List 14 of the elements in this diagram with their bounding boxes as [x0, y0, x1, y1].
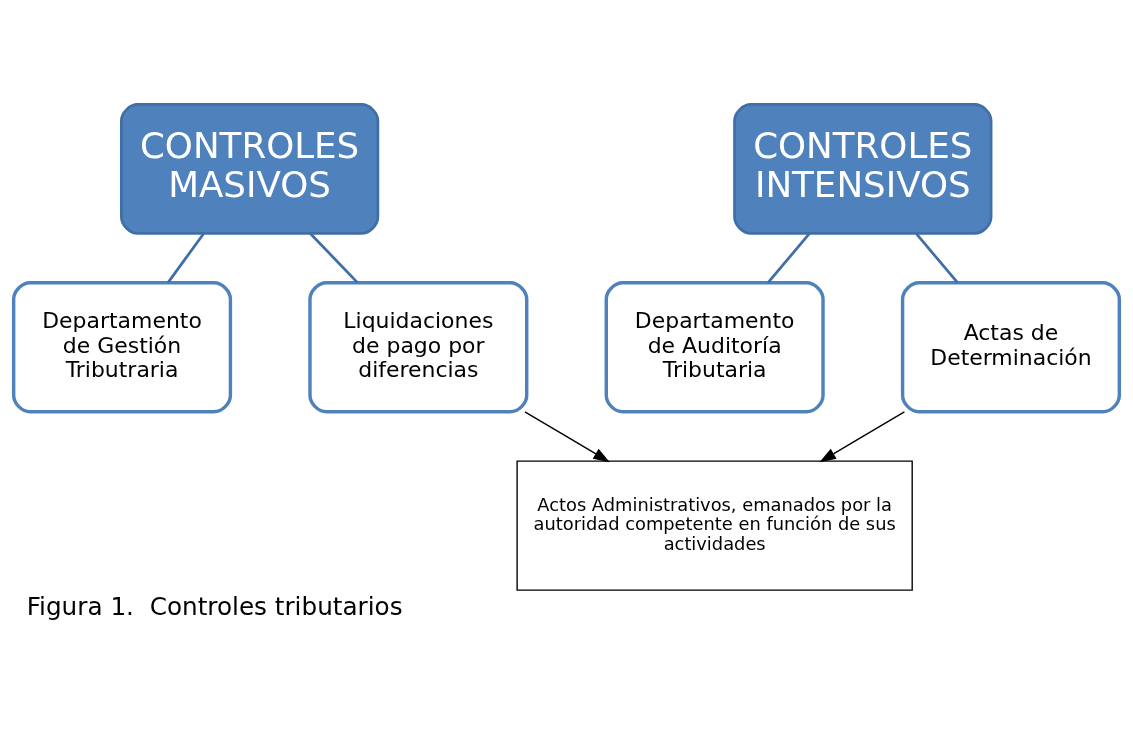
connector — [309, 232, 359, 284]
node-box: Liquidaciones de pago por diferencias — [308, 281, 529, 414]
node-box: Departamento de Auditoría Tributaria — [604, 281, 825, 414]
node-box: Actos Administrativos, emanados por la autoridad competente en función de sus actividades — [516, 460, 913, 591]
connector — [166, 232, 205, 284]
arrow — [819, 411, 906, 463]
connector — [767, 232, 811, 284]
connector — [915, 232, 959, 284]
node-box: Actas de Determinación — [900, 281, 1122, 414]
node-box: CONTROLES INTENSIVOS — [733, 103, 993, 235]
node-box: CONTROLES MASIVOS — [119, 103, 380, 235]
arrow — [524, 411, 610, 463]
node-box: Departamento de Gestión Tributraria — [11, 281, 233, 414]
caption: Figura 1. Controles tributarios — [26, 592, 403, 622]
